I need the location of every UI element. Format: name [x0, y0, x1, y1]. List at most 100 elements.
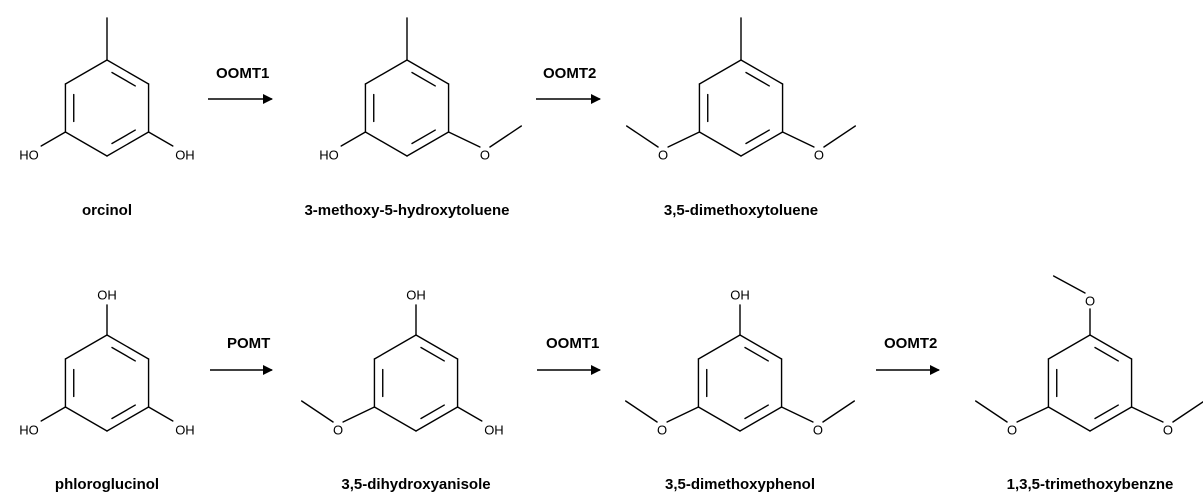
bond-line: [822, 400, 856, 423]
bond-line: [411, 129, 436, 145]
bond-line: [415, 406, 459, 432]
bond-line: [147, 406, 174, 422]
bond-line: [780, 406, 814, 423]
bond-line: [739, 334, 783, 360]
bond-line: [745, 129, 770, 145]
compound-name-orcinol: orcinol: [82, 202, 132, 219]
bond-line: [106, 406, 150, 432]
hydroxyl-label: OH: [97, 288, 117, 303]
oxygen-atom-label: O: [657, 423, 667, 438]
bond-line: [744, 404, 769, 420]
bond-line: [147, 131, 174, 147]
enzyme-label-oomt1-row1: OOMT1: [216, 65, 269, 82]
bond-line: [111, 404, 136, 420]
bond-line: [64, 59, 108, 85]
bond-line: [106, 59, 150, 85]
bond-line: [823, 125, 857, 148]
bond-line: [1047, 406, 1091, 432]
bond-line: [1047, 334, 1091, 360]
bond-line: [406, 59, 450, 85]
bond-line: [666, 406, 700, 423]
bond-line: [1052, 275, 1086, 294]
oxygen-atom-label: O: [814, 148, 824, 163]
bond-line: [340, 131, 367, 147]
bond-line: [106, 131, 150, 157]
oxygen-atom-label: O: [333, 423, 343, 438]
bond-line: [1130, 406, 1164, 423]
hydroxyl-label: HO: [319, 148, 339, 163]
molecule-r2-2: OH O O: [624, 288, 856, 438]
bond-line: [411, 71, 436, 87]
bond-line: [739, 406, 783, 432]
bond-line: [64, 334, 108, 360]
bond-line: [415, 334, 459, 360]
bond-line: [373, 334, 417, 360]
bond-line: [625, 125, 659, 148]
bond-line: [740, 59, 784, 85]
enzyme-label-oomt2-row2: OOMT2: [884, 335, 937, 352]
bond-line: [1089, 334, 1133, 360]
bond-line: [111, 346, 136, 362]
hydroxyl-label: OH: [406, 288, 426, 303]
hydroxyl-label: OH: [484, 423, 504, 438]
bond-line: [40, 406, 67, 422]
bond-line: [420, 404, 445, 420]
oxygen-atom-label: O: [480, 148, 490, 163]
bond-line: [420, 346, 445, 362]
bond-line: [364, 131, 408, 157]
bond-line: [1094, 404, 1119, 420]
compound-name-phloroglucinol: phloroglucinol: [55, 476, 159, 493]
oxygen-atom-label: O: [1007, 423, 1017, 438]
hydroxyl-label: OH: [730, 288, 750, 303]
bond-line: [489, 125, 523, 148]
bond-line: [698, 131, 742, 157]
molecule-r1-1: HO O: [319, 17, 523, 163]
bond-line: [667, 131, 701, 148]
oxygen-atom-label: O: [1163, 423, 1173, 438]
bond-line: [740, 131, 784, 157]
bond-line: [342, 406, 376, 423]
bond-line: [300, 400, 334, 423]
bond-line: [40, 131, 67, 147]
compound-name-3-methoxy-5-hydroxytoluene: 3-methoxy-5-hydroxytoluene: [304, 202, 509, 219]
bond-line: [111, 71, 136, 87]
bond-line: [697, 406, 741, 432]
bond-line: [1094, 346, 1119, 362]
bond-line: [624, 400, 658, 423]
bond-line: [1089, 406, 1133, 432]
bond-line: [1016, 406, 1050, 423]
bond-line: [373, 406, 417, 432]
oxygen-atom-label: O: [813, 423, 823, 438]
compound-name-1-3-5-trimethoxybenzne: 1,3,5-trimethoxybenzne: [1007, 476, 1174, 493]
bond-line: [111, 129, 136, 145]
enzyme-label-oomt1-row2: OOMT1: [546, 335, 599, 352]
enzyme-label-pomt-row2: POMT: [227, 335, 270, 352]
bond-line: [974, 400, 1008, 423]
oxygen-atom-label: O: [1085, 294, 1095, 309]
bond-line: [745, 71, 770, 87]
compound-name-3-5-dimethoxyphenol: 3,5-dimethoxyphenol: [665, 476, 815, 493]
hydroxyl-label: HO: [19, 148, 39, 163]
bond-line: [406, 131, 450, 157]
bond-line: [698, 59, 742, 85]
compound-name-3-5-dihydroxyanisole: 3,5-dihydroxyanisole: [341, 476, 490, 493]
compound-name-3-5-dimethoxytoluene: 3,5-dimethoxytoluene: [664, 202, 818, 219]
bond-line: [106, 334, 150, 360]
molecule-r2-3: O O O: [974, 275, 1203, 438]
bond-line: [447, 131, 481, 148]
bond-line: [744, 346, 769, 362]
molecule-r2-1: OH O OH: [300, 288, 504, 438]
bond-line: [1172, 401, 1203, 423]
bond-line: [64, 406, 108, 432]
bond-line: [364, 59, 408, 85]
bond-line: [456, 406, 483, 422]
enzyme-label-oomt2-row1: OOMT2: [543, 65, 596, 82]
hydroxyl-label: OH: [175, 423, 195, 438]
bond-line: [781, 131, 815, 148]
